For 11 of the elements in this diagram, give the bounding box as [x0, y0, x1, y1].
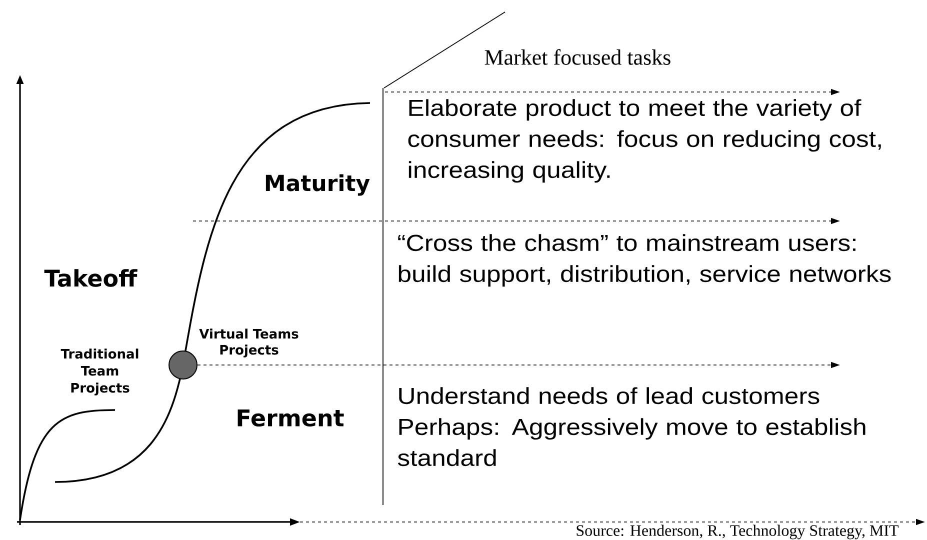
task-text: Understand needs of lead customers Perhaps: Aggressively move to establish standard: [398, 387, 866, 466]
phase-label: Maturity: [266, 174, 370, 196]
project-dot: [168, 350, 198, 380]
task-text: Elaborate product to meet the variety of consumer needs: focus on reducing cost, increasing quality.: [408, 99, 881, 183]
phase-label: Ferment: [238, 409, 344, 427]
phase-label: Takeoff: [44, 269, 138, 287]
phase-label: Traditional Team Projects: [60, 348, 138, 396]
task-text: “Cross the chasm” to mainstream users: build support, distribution, service networks: [398, 234, 891, 287]
source-caption: Source: Henderson, R., Technology Strategy, MIT: [576, 524, 899, 540]
heading: Market focused tasks: [484, 49, 670, 65]
dot-label: Virtual Teams Projects: [199, 328, 298, 358]
